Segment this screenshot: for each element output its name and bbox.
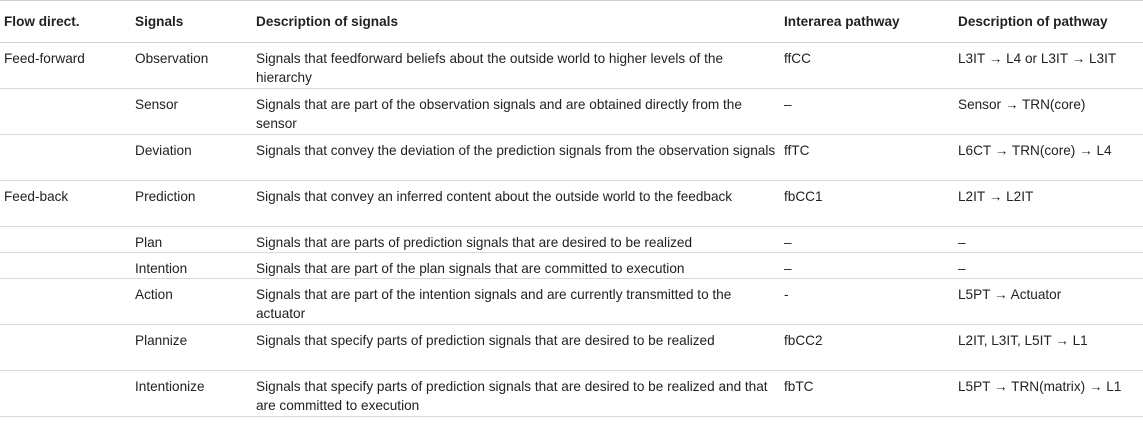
pathway-description-cell: L3IT → L4 or L3IT → L3IT [954,42,1143,89]
pathway-description-cell: L2IT, L3IT, L5IT → L1 [954,324,1143,371]
table-row: Feed-forward Observation Signals that fe… [0,42,1143,89]
signal-cell: Prediction [131,180,252,227]
header-signals: Signals [131,0,252,43]
table-row: Sensor Signals that are part of the obse… [0,88,1143,135]
flow-cell: Feed-back [0,180,131,227]
header-description-of-signals: Description of signals [252,0,780,43]
signal-description-cell: Signals that specify parts of prediction… [252,324,780,371]
flow-cell [0,324,131,371]
flow-cell [0,134,131,181]
pathway-cell: ffCC [780,42,954,89]
pathway-cell: - [780,278,954,325]
signal-description-cell: Signals that specify parts of prediction… [252,370,780,417]
signal-cell: Plannize [131,324,252,371]
pathway-description-cell: Sensor → TRN(core) [954,88,1143,135]
pathway-cell: fbTC [780,370,954,417]
pathway-description-cell: – [954,226,1143,253]
table-body: Feed-forward Observation Signals that fe… [0,42,1143,417]
signal-description-cell: Signals that are parts of prediction sig… [252,226,780,253]
pathway-description-cell: L2IT → L2IT [954,180,1143,227]
table-row: Intention Signals that are part of the p… [0,252,1143,279]
pathway-description-cell: L5PT → Actuator [954,278,1143,325]
pathway-cell: ffTC [780,134,954,181]
signals-table: Flow direct. Signals Description of sign… [0,0,1143,417]
table-row: Action Signals that are part of the inte… [0,278,1143,325]
table-row: Plannize Signals that specify parts of p… [0,324,1143,371]
signal-description-cell: Signals that convey an inferred content … [252,180,780,227]
pathway-cell: fbCC1 [780,180,954,227]
signal-description-cell: Signals that are part of the intention s… [252,278,780,325]
pathway-description-cell: L6CT → TRN(core) → L4 [954,134,1143,181]
table-row: Deviation Signals that convey the deviat… [0,134,1143,181]
table-row: Feed-back Prediction Signals that convey… [0,180,1143,227]
header-flow-direction: Flow direct. [0,0,131,43]
signal-description-cell: Signals that are part of the plan signal… [252,252,780,279]
pathway-cell: – [780,252,954,279]
pathway-cell: fbCC2 [780,324,954,371]
flow-cell [0,252,131,279]
signal-cell: Observation [131,42,252,89]
table-header: Flow direct. Signals Description of sign… [0,0,1143,43]
header-row: Flow direct. Signals Description of sign… [0,0,1143,43]
pathway-description-cell: L5PT → TRN(matrix) → L1 [954,370,1143,417]
flow-cell: Feed-forward [0,42,131,89]
flow-cell [0,226,131,253]
signal-cell: Intention [131,252,252,279]
table-row: Intentionize Signals that specify parts … [0,370,1143,417]
signal-cell: Intentionize [131,370,252,417]
signal-description-cell: Signals that are part of the observation… [252,88,780,135]
pathway-cell: – [780,88,954,135]
signal-cell: Action [131,278,252,325]
flow-cell [0,278,131,325]
signal-description-cell: Signals that feedforward beliefs about t… [252,42,780,89]
signal-cell: Plan [131,226,252,253]
signal-cell: Deviation [131,134,252,181]
signal-cell: Sensor [131,88,252,135]
flow-cell [0,370,131,417]
table-row: Plan Signals that are parts of predictio… [0,226,1143,253]
signal-description-cell: Signals that convey the deviation of the… [252,134,780,181]
pathway-cell: – [780,226,954,253]
flow-cell [0,88,131,135]
header-interarea-pathway: Interarea pathway [780,0,954,43]
header-description-of-pathway: Description of pathway [954,0,1143,43]
pathway-description-cell: – [954,252,1143,279]
